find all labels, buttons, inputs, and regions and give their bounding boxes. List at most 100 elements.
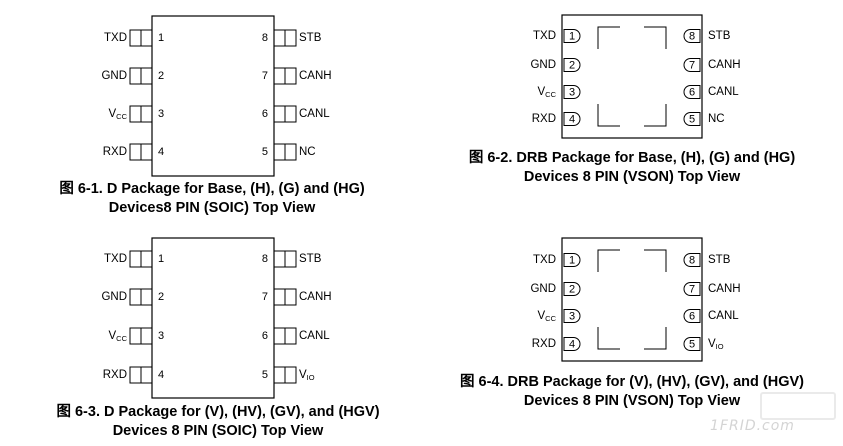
pin-label-text: NC (708, 113, 725, 125)
fig-6-3-caption: 图 6-3. D Package for (V), (HV), (GV), an… (56, 403, 379, 441)
pin-pad: 4 (563, 337, 581, 351)
pin-number: 7 (262, 70, 268, 82)
caption-line: Devices8 PIN (SOIC) Top View (108, 200, 316, 216)
pin-label: STB (708, 254, 731, 266)
pin-pad-outline (563, 112, 581, 126)
pin-label-subscript: IO (307, 373, 315, 382)
pin-label-text: V (708, 338, 716, 350)
vson-package-body (561, 237, 703, 362)
caption-line: 图 6-2. DRB Package for Base, (H), (G) an… (468, 150, 796, 166)
pin-label: TXD (104, 32, 127, 44)
pin-label-subscript: CC (545, 90, 556, 99)
pin-pad-outline (683, 85, 701, 99)
pin-number: 8 (689, 254, 695, 266)
pin-label: STB (299, 32, 322, 44)
pin-label-text: TXD (533, 30, 556, 42)
pin-label: GND (101, 291, 127, 303)
pin-label: TXD (533, 30, 556, 42)
pin-label-text: GND (530, 59, 556, 71)
caption-line: Devices 8 PIN (VSON) Top View (523, 169, 741, 185)
caption-line: Devices 8 PIN (VSON) Top View (523, 393, 741, 409)
pin-pad: 7 (683, 282, 701, 296)
pin-pad-outline (683, 58, 701, 72)
pin-label: TXD (533, 254, 556, 266)
pin-number: 6 (262, 108, 268, 120)
pin-pad-outline (683, 337, 701, 351)
soic-package-body (151, 237, 275, 399)
pin-number: 4 (569, 338, 575, 350)
pin-label: NC (708, 113, 725, 125)
pin-number: 4 (158, 146, 164, 158)
pin-number: 2 (158, 70, 164, 82)
pin-pad: 2 (563, 282, 581, 296)
pin-label-text: STB (299, 32, 322, 44)
pin-label: RXD (532, 338, 556, 350)
pin-pad-outline (563, 29, 581, 43)
fig-6-2-caption: 图 6-2. DRB Package for Base, (H), (G) an… (469, 149, 795, 187)
pin-pad: 6 (683, 85, 701, 99)
caption-line: 图 6-3. D Package for (V), (HV), (GV), an… (56, 404, 380, 420)
pin-label: CANL (708, 310, 739, 322)
pin-label-text: GND (530, 283, 556, 295)
pin-label-text: V (299, 369, 307, 381)
pin-label-text: NC (299, 146, 316, 158)
pin-number: 3 (158, 330, 164, 342)
pin-label-text: STB (708, 30, 731, 42)
pin-pad: 7 (683, 58, 701, 72)
pin-label: CANL (708, 86, 739, 98)
pin-pad-outline (563, 337, 581, 351)
pin-number: 6 (689, 310, 695, 322)
pin-number: 6 (262, 330, 268, 342)
pin-label: VIO (299, 369, 315, 382)
pin-label: NC (299, 146, 316, 158)
pin-label: CANH (708, 59, 741, 71)
pin-number: 5 (262, 146, 268, 158)
caption-line: Devices 8 PIN (SOIC) Top View (112, 423, 324, 439)
pin-number: 3 (569, 310, 575, 322)
pin-label-subscript: CC (545, 314, 556, 323)
pin-pad-outline (563, 282, 581, 296)
pin-label: GND (530, 59, 556, 71)
pin-number: 3 (569, 86, 575, 98)
pin-label-text: TXD (533, 254, 556, 266)
pin-label-text: TXD (104, 32, 127, 44)
pin-label: GND (101, 70, 127, 82)
pin-number: 3 (158, 108, 164, 120)
pin-label: RXD (103, 146, 127, 158)
pin-label: TXD (104, 253, 127, 265)
pin-label-text: CANL (708, 86, 739, 98)
pin-label: VCC (108, 330, 127, 343)
vson-package-body (561, 14, 703, 139)
pin-pad: 5 (683, 337, 701, 351)
pin-pad-outline (683, 309, 701, 323)
pin-label-text: GND (101, 291, 127, 303)
pin-number: 1 (158, 32, 164, 44)
pin-label-text: CANH (299, 70, 332, 82)
pin-pad: 2 (563, 58, 581, 72)
pin-pad-outline (683, 112, 701, 126)
pin-label: CANH (299, 291, 332, 303)
pin-label-text: RXD (532, 338, 556, 350)
caption-line: 图 6-1. D Package for Base, (H), (G) and … (59, 181, 365, 197)
pin-label-text: CANH (708, 59, 741, 71)
pin-number: 4 (569, 113, 575, 125)
pin-label-text: CANH (299, 291, 332, 303)
pin-label: CANL (299, 330, 330, 342)
pin-pad-outline (563, 58, 581, 72)
pin-label-text: TXD (104, 253, 127, 265)
pin-number: 1 (158, 253, 164, 265)
thermal-pad-outline (597, 249, 667, 350)
fig-6-4-caption: 图 6-4. DRB Package for (V), (HV), (GV), … (460, 373, 804, 411)
pin-label: GND (530, 283, 556, 295)
pin-pad-outline (683, 282, 701, 296)
pin-label: CANH (299, 70, 332, 82)
pin-label-text: RXD (103, 146, 127, 158)
pin-label-text: V (108, 330, 116, 342)
pin-number: 4 (158, 369, 164, 381)
pin-pad-outline (683, 253, 701, 267)
caption-line: 图 6-4. DRB Package for (V), (HV), (GV), … (459, 374, 804, 390)
pin-pad-outline (683, 29, 701, 43)
